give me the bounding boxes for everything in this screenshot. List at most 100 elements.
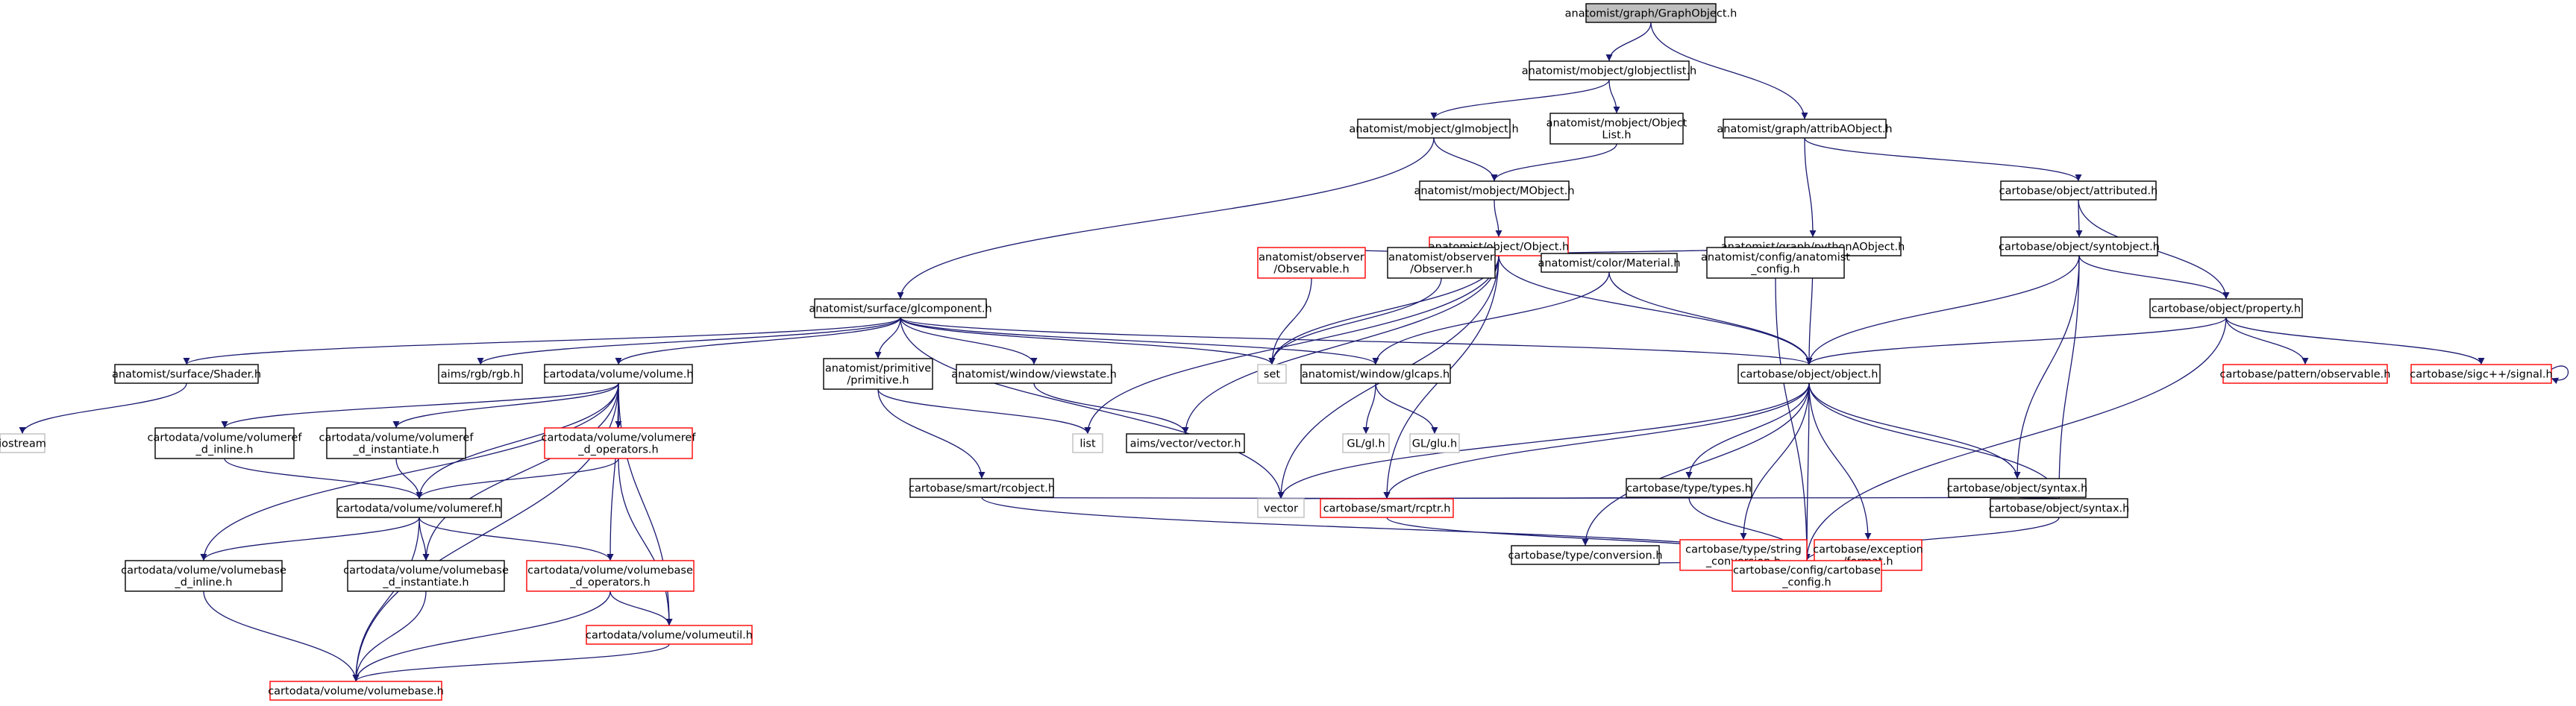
node-attribaobject[interactable]: anatomist/graph/attribAObject.h [1717, 119, 1893, 139]
node-label: cartobase/pattern/observable.h [2220, 369, 2391, 381]
node-material[interactable]: anatomist/color/Material.h [1538, 253, 1681, 273]
node-label: cartodata/volume/volumeref.h [337, 503, 501, 515]
edge-glcomponent-to-vector [900, 317, 1285, 499]
node-label: /Observer.h [1410, 264, 1473, 276]
node-label: aims/vector/vector.h [1130, 438, 1241, 450]
node-label: cartodata/volume/volumeref [319, 432, 474, 444]
node-observer[interactable]: anatomist/observer/Observer.h [1387, 247, 1496, 279]
node-label: cartodata/volume/volumebase [343, 565, 509, 577]
node-label: cartobase/sigc++/signal.h [2410, 369, 2552, 381]
node-box [2222, 364, 2388, 384]
node-mobject[interactable]: anatomist/mobject/MObject.h [1414, 180, 1575, 201]
node-syntobject[interactable]: cartobase/object/syntobject.h [1999, 236, 2160, 256]
edge-cbobject-to-stringconv [1740, 382, 1810, 540]
edge-attribaobject-to-attributed [1804, 137, 2082, 182]
node-glcaps[interactable]: anatomist/window/glcaps.h [1300, 364, 1451, 384]
node-syntaxh-red[interactable]: cartobase/object/syntax.h [1947, 478, 2088, 498]
node-label: cartodata/volume/volume.h [543, 369, 693, 381]
edge-globjectlist-to-glmobject [1430, 79, 1610, 120]
node-volumeref[interactable]: cartodata/volume/volumeref.h [336, 498, 502, 518]
node-set[interactable]: set [1257, 364, 1287, 384]
node-label: list [1079, 438, 1096, 450]
node-vectorh[interactable]: aims/vector/vector.h [1126, 433, 1245, 453]
edge-viewstate-to-vectorh [1033, 382, 1189, 435]
node-box [526, 560, 695, 592]
node-box [0, 433, 46, 453]
node-cbconfig[interactable]: cartobase/config/cartobase_config.h [1732, 560, 1882, 592]
node-label: _d_inline.h [175, 577, 233, 589]
node-volumeutil[interactable]: cartodata/volume/volumeutil.h [586, 625, 753, 645]
node-label: cartobase/smart/rcobject.h [909, 483, 1055, 495]
node-volbase-inst[interactable]: cartodata/volume/volumebase_d_instantiat… [343, 560, 509, 592]
edge-glcomponent-to-shader [183, 317, 901, 365]
edge-syntobject-to-syntaxh_red [2014, 255, 2080, 479]
node-property[interactable]: cartobase/object/property.h [2149, 298, 2303, 318]
node-attributed[interactable]: cartobase/object/attributed.h [1999, 180, 2158, 201]
node-label: anatomist/mobject/glmobject.h [1349, 124, 1518, 136]
node-rgb[interactable]: aims/rgb/rgb.h [438, 364, 523, 384]
node-label: cartobase/exception [1813, 544, 1923, 556]
node-viewstate[interactable]: anatomist/window/viewstate.h [951, 364, 1117, 384]
node-volref-inst[interactable]: cartodata/volume/volumeref_d_instantiate… [319, 427, 474, 459]
node-conversion[interactable]: cartobase/type/conversion.h [1508, 545, 1663, 565]
node-glh[interactable]: GL/gl.h [1342, 433, 1390, 453]
node-volume[interactable]: cartodata/volume/volume.h [543, 364, 694, 384]
edge-material-to-glcaps [1372, 271, 1610, 365]
node-cbobject[interactable]: cartobase/object/object.h [1737, 364, 1881, 384]
edge-observable-to-set [1268, 277, 1312, 365]
node-box [1723, 119, 1887, 139]
edge-glcaps-to-glh [1362, 382, 1376, 435]
node-box [544, 364, 693, 384]
node-glcomponent[interactable]: anatomist/surface/glcomponent.h [809, 298, 992, 318]
node-volbase-ops[interactable]: cartodata/volume/volumebase_d_operators.… [526, 560, 695, 592]
edge-property-to-pattobservable [2225, 317, 2309, 365]
node-list[interactable]: list [1072, 433, 1103, 453]
edge-volref_inline-to-volumeref [224, 458, 423, 499]
node-box [1419, 180, 1570, 201]
node-label: cartodata/volume/volumeref [542, 432, 697, 444]
node-shader[interactable]: anatomist/surface/Shader.h [112, 364, 261, 384]
node-signal[interactable]: cartobase/sigc++/signal.h [2410, 364, 2553, 384]
node-label: cartobase/object/syntax.h [1989, 503, 2130, 515]
node-primitive[interactable]: anatomist/primitive/primitive.h [823, 358, 933, 390]
edge-primitive-to-rcobject [877, 388, 985, 479]
node-box [1257, 498, 1305, 518]
node-label: anatomist/color/Material.h [1538, 258, 1680, 270]
node-syntaxh[interactable]: cartobase/object/syntax.h [1989, 498, 2130, 518]
node-rcptr[interactable]: cartobase/smart/rcptr.h [1320, 498, 1454, 518]
node-pattobservable[interactable]: cartobase/pattern/observable.h [2220, 364, 2391, 384]
node-volref-inline[interactable]: cartodata/volume/volumeref_d_inline.h [148, 427, 303, 459]
node-iostream[interactable]: iostream [0, 433, 46, 453]
node-rcobject[interactable]: cartobase/smart/rcobject.h [909, 478, 1055, 498]
node-volbase-inline[interactable]: cartodata/volume/volumebase_d_inline.h [121, 560, 286, 592]
node-volumebase[interactable]: cartodata/volume/volumebase.h [268, 681, 444, 701]
node-box [1549, 113, 1684, 145]
node-volref-ops[interactable]: cartodata/volume/volumeref_d_operators.h [542, 427, 697, 459]
edge-cbobject-to-conversion [1582, 382, 1810, 546]
node-box [1626, 478, 1752, 498]
node-vector[interactable]: vector [1257, 498, 1305, 518]
edge-objecth-to-cbobject [1498, 255, 1813, 365]
node-glmobject[interactable]: anatomist/mobject/glmobject.h [1349, 119, 1519, 139]
node-label: cartodata/volume/volumeref [148, 432, 303, 444]
node-graphobject[interactable]: anatomist/graph/GraphObject.h [1565, 3, 1737, 23]
node-box [956, 364, 1112, 384]
edge-glcomponent-to-viewstate [900, 317, 1038, 365]
node-label: anatomist/window/viewstate.h [951, 369, 1117, 381]
node-anatconfig[interactable]: anatomist/config/anatomist_config.h [1701, 247, 1850, 279]
edge-volume-to-volbase_inline [200, 382, 619, 561]
node-label: List.h [1602, 130, 1631, 142]
node-label: cartobase/object/syntax.h [1947, 483, 2088, 495]
node-box [1529, 60, 1690, 81]
edge-volumeref-to-volumebase [352, 517, 420, 682]
node-types[interactable]: cartobase/type/types.h [1626, 478, 1752, 498]
node-label: /Observable.h [1273, 264, 1349, 276]
node-observable[interactable]: anatomist/observer/Observable.h [1257, 247, 1366, 279]
edge-cbobject-to-types [1685, 382, 1810, 479]
node-label: cartodata/volume/volumebase [527, 565, 693, 577]
edge-glcomponent-to-primitive [874, 317, 901, 359]
node-gluh[interactable]: GL/glu.h [1409, 433, 1460, 453]
node-globjectlist[interactable]: anatomist/mobject/globjectlist.h [1522, 60, 1697, 81]
edge-cbobject-to-vector [1277, 382, 1810, 499]
